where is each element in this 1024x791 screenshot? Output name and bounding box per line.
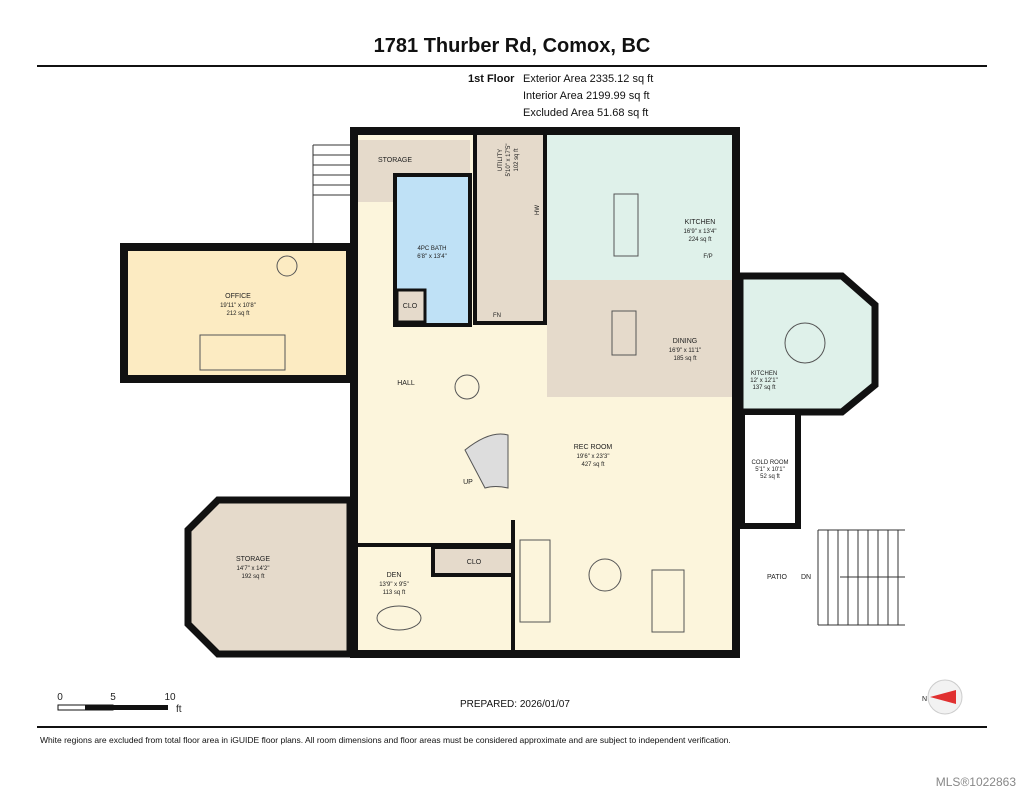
stairs-up-label: UP bbox=[463, 479, 473, 486]
disclaimer: White regions are excluded from total fl… bbox=[40, 735, 731, 745]
scale-bar: 0 5 10 ft bbox=[57, 692, 182, 715]
storage-bottom-room bbox=[184, 496, 354, 658]
room-name: STORAGE bbox=[378, 157, 412, 164]
room-dims: 5'10" x 17'5" bbox=[506, 144, 512, 177]
dining-table bbox=[611, 310, 637, 356]
room-area: 52 sq ft bbox=[760, 474, 780, 480]
room-dims: 19'11" x 10'8" bbox=[220, 303, 256, 309]
kitchen2-room bbox=[736, 272, 879, 416]
floor-name: 1st Floor bbox=[468, 73, 515, 85]
sofa bbox=[519, 539, 551, 623]
room-name: CLO bbox=[467, 559, 482, 566]
prepared-date: PREPARED: 2026/01/07 bbox=[460, 699, 570, 710]
room-dims: 19'6" x 23'3" bbox=[577, 454, 610, 460]
room-name: KITCHEN bbox=[751, 371, 777, 377]
room-dims: 5'1" x 10'1" bbox=[755, 467, 785, 473]
room-area: 102 sq ft bbox=[514, 148, 520, 171]
fn-label: FN bbox=[493, 313, 501, 319]
cold-room bbox=[739, 409, 801, 529]
sofa bbox=[651, 569, 685, 633]
hw-label: HW bbox=[535, 205, 541, 215]
page-title: 1781 Thurber Rd, Comox, BC bbox=[373, 35, 651, 57]
room-area: 192 sq ft bbox=[241, 574, 264, 580]
room-name: 4PC BATH bbox=[418, 246, 447, 252]
exterior-wall bbox=[350, 127, 740, 658]
svg-text:ft: ft bbox=[176, 704, 182, 715]
kitchen-island bbox=[613, 193, 639, 257]
office-room bbox=[120, 243, 354, 383]
header-divider bbox=[37, 65, 987, 67]
room-dims: 16'9" x 13'4" bbox=[684, 229, 717, 235]
room-dims: 6'8" x 13'4" bbox=[417, 254, 447, 260]
round-table bbox=[454, 374, 480, 400]
compass-icon: N bbox=[922, 679, 963, 715]
svg-text:N: N bbox=[922, 696, 927, 703]
round-table bbox=[588, 558, 622, 592]
utility-room bbox=[473, 129, 547, 325]
closet-1 bbox=[395, 288, 427, 324]
oval-table bbox=[376, 605, 422, 631]
room-name: STORAGE bbox=[236, 556, 270, 563]
room-area: 212 sq ft bbox=[226, 311, 249, 317]
svg-text:10: 10 bbox=[164, 692, 176, 703]
room-name: DEN bbox=[387, 572, 402, 579]
room-dims: 13'9" x 9'5" bbox=[379, 582, 409, 588]
stairs-down-label: DN bbox=[801, 574, 811, 581]
room-area: 185 sq ft bbox=[673, 356, 696, 362]
sofa bbox=[199, 334, 286, 371]
exterior-stairs bbox=[312, 144, 350, 243]
room-name: PATIO bbox=[767, 574, 788, 581]
footer-divider bbox=[37, 726, 987, 728]
svg-text:5: 5 bbox=[110, 692, 116, 703]
room-name: OFFICE bbox=[225, 293, 251, 300]
interior-area: Interior Area 2199.99 sq ft bbox=[523, 90, 650, 102]
interior-stairs bbox=[464, 433, 509, 489]
room-dims: 12' x 12'1" bbox=[750, 378, 777, 384]
room-dims: 14'7" x 14'2" bbox=[237, 566, 270, 572]
round-table bbox=[276, 255, 298, 277]
room-name: COLD ROOM bbox=[751, 460, 788, 466]
kitchen-room bbox=[547, 131, 734, 280]
mls-number: MLS®1022863 bbox=[935, 775, 1016, 789]
exterior-area: Exterior Area 2335.12 sq ft bbox=[523, 73, 654, 85]
excluded-area: Excluded Area 51.68 sq ft bbox=[523, 107, 649, 119]
patio-stairs bbox=[817, 529, 905, 626]
room-area: 137 sq ft bbox=[752, 385, 775, 391]
room-name: UTILITY bbox=[498, 149, 504, 171]
room-area: 113 sq ft bbox=[383, 590, 406, 596]
room-name: HALL bbox=[397, 380, 415, 387]
svg-text:0: 0 bbox=[57, 692, 63, 703]
fireplace-label: F/P bbox=[703, 254, 712, 260]
room-name: DINING bbox=[673, 338, 698, 345]
room-name: KITCHEN bbox=[685, 219, 716, 226]
dining-room bbox=[547, 280, 734, 397]
room-area: 224 sq ft bbox=[688, 237, 711, 243]
room-dims: 16'9" x 11'1" bbox=[669, 348, 701, 354]
room-area: 427 sq ft bbox=[581, 462, 604, 468]
room-name: REC ROOM bbox=[574, 444, 613, 451]
round-table bbox=[784, 322, 826, 364]
room-name: CLO bbox=[403, 303, 418, 310]
